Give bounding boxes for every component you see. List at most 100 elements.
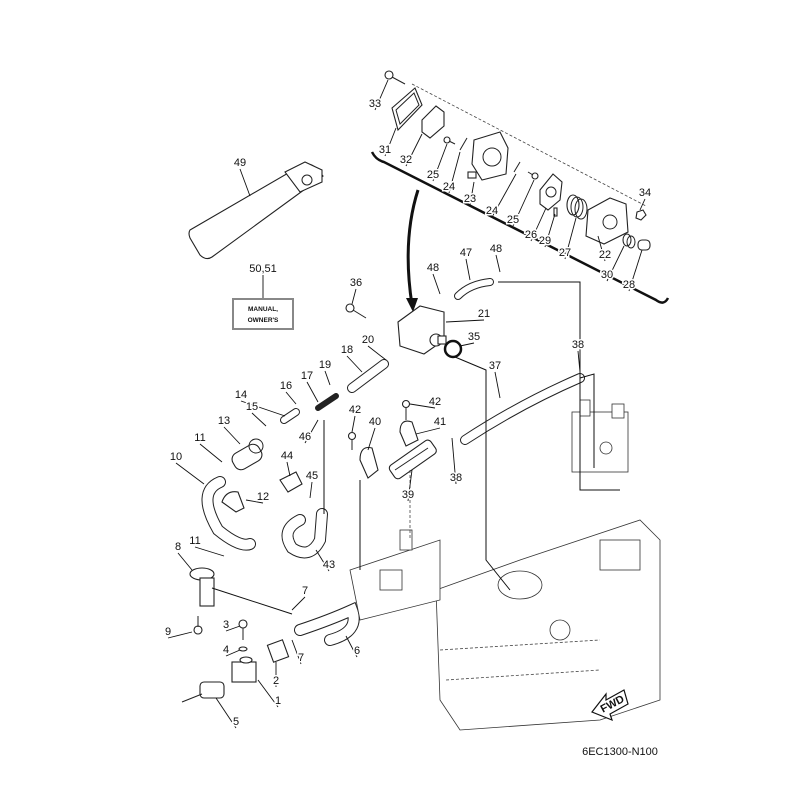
clip-44: [279, 471, 303, 493]
leader-line-c15: [251, 412, 267, 427]
leader-line-c44: [286, 461, 291, 477]
leader-line-c23: [469, 181, 475, 206]
leader-line-c13: [223, 426, 241, 445]
callout-c24a: 24: [443, 181, 455, 193]
pump-cover-22-outlet: [602, 214, 618, 230]
spring-30: [622, 233, 636, 249]
leader-line-c20: [367, 345, 387, 361]
callout-c24b: 24: [486, 205, 498, 217]
leader-line-c4: [225, 649, 241, 657]
callout-c18: 18: [341, 344, 353, 356]
callout-c5051: 50,51: [249, 263, 277, 275]
cover-31-inner: [395, 92, 420, 125]
gasket-2: [266, 639, 290, 663]
callout-c41: 41: [434, 416, 446, 428]
leader-line-c17: [306, 381, 319, 403]
callout-c23: 23: [464, 193, 476, 205]
arrow-head-icon: [406, 298, 418, 312]
bolt-36: [345, 303, 367, 319]
callout-c39: 39: [402, 489, 414, 501]
callout-c12: 12: [257, 491, 269, 503]
bolt-42a: [347, 431, 357, 450]
callout-c40: 40: [369, 416, 381, 428]
leader-line-c30: [606, 245, 625, 282]
callout-c13: 13: [218, 415, 230, 427]
callout-c11a: 11: [194, 432, 205, 444]
cover-31: [391, 87, 423, 132]
leader-line-c38b: [451, 437, 457, 485]
leader-line-c29: [544, 213, 556, 248]
callout-c35: 35: [468, 331, 480, 343]
leader-line-c42b: [409, 403, 436, 409]
callout-c2: 2: [273, 675, 279, 687]
washer-4: [238, 646, 248, 652]
leader-line-c27: [564, 217, 577, 260]
callout-c5: 5: [233, 716, 239, 728]
leader-line-c1: [257, 679, 279, 708]
routing-line-8: [211, 587, 293, 615]
leader-line-c8: [177, 552, 193, 571]
hose-18-inner: [348, 360, 388, 392]
leader-line-c12: [245, 499, 264, 504]
hose-47-inner: [455, 279, 493, 299]
callout-c49: 49: [234, 157, 246, 169]
callout-c48a: 48: [427, 262, 439, 274]
leader-line-c33: [374, 79, 389, 111]
screw-33: [384, 70, 406, 85]
callout-c32: 32: [400, 154, 412, 166]
callout-c3: 3: [223, 619, 229, 631]
manual-line2: OWNER'S: [248, 317, 279, 324]
callout-c20: 20: [362, 334, 374, 346]
callout-c21: 21: [478, 308, 490, 320]
callout-labels: 1234567789101111121314151617181920212223…: [163, 79, 653, 730]
callout-c6: 6: [354, 645, 360, 657]
leader-line-c25b: [512, 179, 535, 227]
o-ring-35: [443, 339, 463, 359]
bolt-9: [193, 616, 203, 635]
leader-line-c43: [315, 549, 330, 572]
callout-c48b: 48: [490, 243, 502, 255]
assembly-arrow: [406, 189, 420, 306]
fuel-filter-13: [231, 438, 264, 471]
callout-c44: 44: [281, 450, 293, 462]
routing-line-37: [579, 373, 595, 468]
callout-c27: 27: [559, 247, 571, 259]
callout-c30: 30: [601, 269, 613, 281]
clip-12: [221, 491, 245, 513]
engine-block: [435, 519, 661, 731]
fuel-filter-39: [388, 439, 437, 480]
leader-line-c6: [345, 635, 358, 658]
leader-line-c11b: [194, 546, 225, 557]
leader-line-c24b: [491, 173, 517, 218]
knob-5: [181, 681, 225, 703]
leader-line-c45: [309, 481, 313, 499]
routing-line-47: [498, 281, 620, 491]
leader-line-c35: [459, 342, 475, 347]
callout-c25a: 25: [427, 169, 439, 181]
leader-line-c38a: [577, 350, 581, 373]
owners-manual-box: [232, 298, 294, 330]
callout-c46: 46: [299, 431, 311, 443]
leader-line-c14: [240, 400, 286, 417]
leader-line-c36: [351, 288, 357, 305]
leader-line-c28: [628, 249, 643, 292]
callout-c38a: 38: [572, 339, 584, 351]
leader-line-c37: [494, 371, 501, 399]
callout-c7b: 7: [298, 652, 304, 664]
fuel-pump-exploded-view: [370, 70, 670, 312]
inset-frame: [370, 151, 670, 304]
leader-line-c42a: [351, 415, 356, 433]
leader-line-c24a: [448, 151, 461, 194]
leader-line-c39: [407, 469, 413, 502]
leader-line-c11a: [199, 443, 223, 463]
hose-10-inner: [202, 477, 255, 550]
callout-c8: 8: [175, 541, 181, 553]
diaphragm-26-center: [545, 186, 557, 198]
leader-line-c31: [384, 127, 397, 157]
pump-body-23: [471, 131, 509, 181]
callout-c14: 14: [235, 389, 247, 401]
leader-line-c7a: [291, 596, 306, 611]
callout-c45: 45: [306, 470, 318, 482]
leader-line-c41: [415, 427, 441, 435]
